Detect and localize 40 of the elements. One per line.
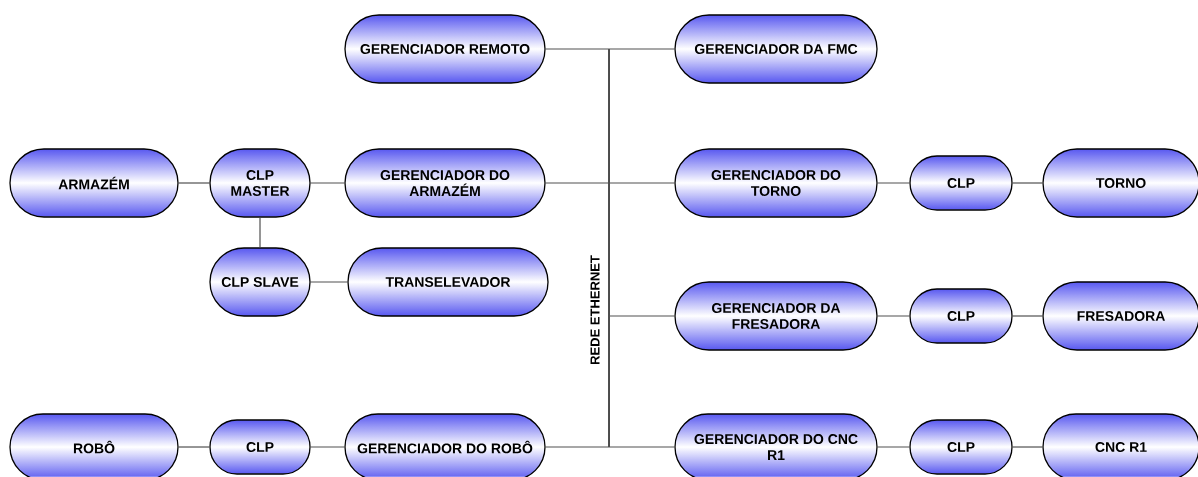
connector-line <box>608 182 675 184</box>
connector-line <box>877 182 910 184</box>
station-box: FRESADORA <box>1042 281 1198 351</box>
manager-box: GERENCIADOR DO TORNO <box>674 148 878 218</box>
connector-line <box>545 182 610 184</box>
connector-line <box>608 446 675 448</box>
connector-line <box>608 315 675 317</box>
station-box: ARMAZÉM <box>9 148 179 218</box>
connector-line <box>310 446 345 448</box>
plc-box: CLP <box>909 155 1013 211</box>
station-box: TRANSELEVADOR <box>347 247 549 317</box>
station-box: CNC R1 <box>1042 413 1198 477</box>
manager-box: GERENCIADOR DO CNC R1 <box>674 413 878 477</box>
connector-line <box>310 182 345 184</box>
connector-line <box>877 315 910 317</box>
network-bus-line <box>608 49 610 447</box>
connector-line <box>1012 315 1043 317</box>
manager-box: GERENCIADOR REMOTO <box>344 14 546 84</box>
plc-box: CLP <box>909 288 1013 344</box>
plc-box: CLP MASTER <box>209 148 311 218</box>
manager-box: GERENCIADOR DO ROBÔ <box>344 413 546 477</box>
manager-box: GERENCIADOR DO ARMAZÉM <box>344 148 546 218</box>
manager-box: GERENCIADOR DA FRESADORA <box>674 281 878 351</box>
connector-line <box>608 48 675 50</box>
plc-box: CLP <box>909 419 1013 475</box>
station-box: TORNO <box>1042 148 1198 218</box>
plc-box: CLP SLAVE <box>209 247 311 317</box>
plc-box: CLP <box>209 419 311 475</box>
connector-line <box>178 446 210 448</box>
connector-line <box>310 281 348 283</box>
station-box: ROBÔ <box>9 413 179 477</box>
manager-box: GERENCIADOR DA FMC <box>674 14 878 84</box>
connector-line <box>545 446 610 448</box>
connector-line <box>1012 446 1043 448</box>
connector-line <box>545 48 610 50</box>
connector-line <box>259 217 261 248</box>
connector-line <box>877 446 910 448</box>
connector-line <box>178 182 210 184</box>
connector-line <box>1012 182 1043 184</box>
network-label: REDE ETHERNET <box>590 255 600 365</box>
